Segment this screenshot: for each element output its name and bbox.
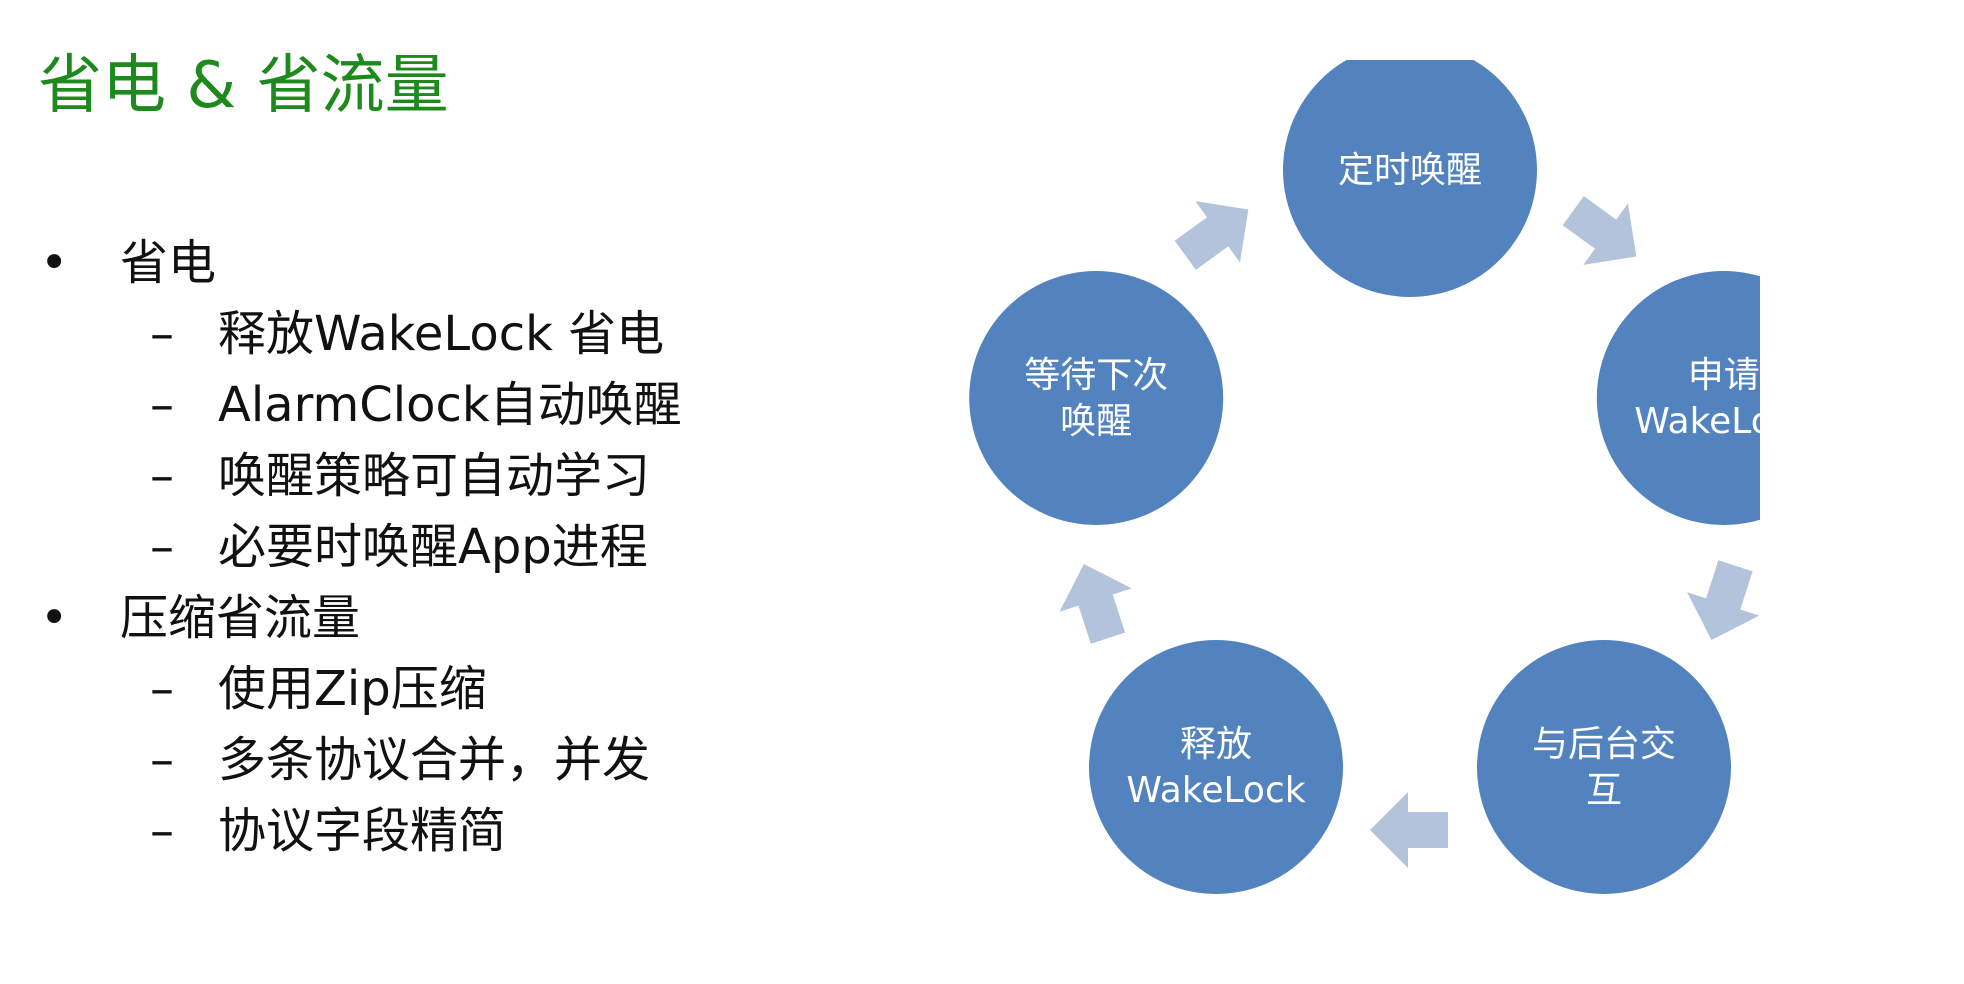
bullet-marker: •: [40, 590, 69, 646]
cycle-node-label: 互: [1586, 770, 1622, 811]
sub-bullet-text: 使用Zip压缩: [218, 661, 487, 717]
bullet-text: 省电: [120, 235, 217, 291]
sub-bullet-text: AlarmClock自动唤醒: [218, 377, 682, 433]
sub-bullet-item: –释放WakeLock 省电: [40, 299, 900, 370]
cycle-node-label: 唤醒: [1060, 401, 1132, 442]
cycle-node-label: 等待下次: [1024, 355, 1168, 396]
cycle-arrow: [1059, 563, 1132, 644]
sub-bullet-item: –AlarmClock自动唤醒: [40, 370, 900, 441]
cycle-arrow: [1174, 201, 1249, 270]
cycle-node: [969, 271, 1224, 525]
sub-bullet-item: –必要时唤醒App进程: [40, 512, 900, 583]
cycle-node-label: 定时唤醒: [1338, 150, 1482, 191]
cycle-node-label: 申请: [1688, 355, 1760, 396]
sub-bullet-marker: –: [150, 803, 174, 859]
sub-bullet-text: 必要时唤醒App进程: [218, 519, 648, 575]
cycle-node-label: WakeLock: [1634, 401, 1760, 442]
cycle-arrow: [1562, 196, 1637, 265]
sub-bullet-item: –使用Zip压缩: [40, 654, 900, 725]
bullet-item: • 压缩省流量: [40, 583, 900, 654]
sub-bullet-item: –多条协议合并，并发: [40, 725, 900, 796]
cycle-arrow: [1370, 792, 1448, 868]
sub-bullet-item: –协议字段精简: [40, 796, 900, 867]
sub-bullet-marker: –: [150, 448, 174, 504]
cycle-node: [1089, 640, 1343, 894]
bullet-marker: •: [40, 235, 69, 291]
cycle-arrow: [1687, 560, 1760, 641]
sub-bullet-marker: –: [150, 306, 174, 362]
sub-bullet-text: 多条协议合并，并发: [218, 732, 651, 788]
sub-bullet-text: 释放WakeLock 省电: [218, 306, 665, 362]
sub-bullet-marker: –: [150, 732, 174, 788]
sub-bullet-text: 唤醒策略可自动学习: [218, 448, 651, 504]
slide-title: 省电 & 省流量: [38, 49, 449, 123]
cycle-node-label: WakeLock: [1126, 770, 1305, 811]
cycle-node: [1477, 640, 1731, 894]
cycle-node-label: 释放: [1180, 724, 1252, 765]
bullet-text: 压缩省流量: [120, 590, 361, 646]
sub-bullet-item: –唤醒策略可自动学习: [40, 441, 900, 512]
sub-bullet-marker: –: [150, 519, 174, 575]
sub-bullet-marker: –: [150, 661, 174, 717]
bullet-item: • 省电: [40, 228, 900, 299]
bullet-list: •省电–释放WakeLock 省电–AlarmClock自动唤醒–唤醒策略可自动…: [40, 228, 900, 867]
cycle-node: [1596, 271, 1760, 525]
cycle-node: [1283, 60, 1537, 297]
sub-bullet-marker: –: [150, 377, 174, 433]
sub-bullet-text: 协议字段精简: [218, 803, 507, 859]
cycle-node-label: 与后台交: [1532, 724, 1676, 765]
